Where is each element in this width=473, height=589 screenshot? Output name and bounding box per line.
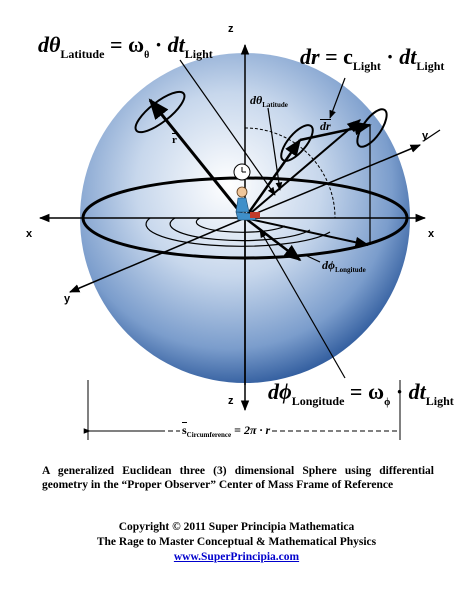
longitude-equation: dϕLongitude = ωϕ · dtLight — [268, 379, 454, 408]
dr-small-label: dr — [320, 119, 331, 133]
y-axis-label-right: y — [422, 130, 429, 142]
x-axis-label-right: x — [428, 228, 435, 240]
figure-caption: A generalized Euclidean three (3) dimens… — [42, 465, 434, 492]
dr-equation: dr = cLight · dtLight — [300, 44, 445, 73]
y-axis-label-left: y — [64, 293, 71, 305]
copyright-line: Copyright © 2011 Super Principia Mathema… — [118, 521, 355, 533]
latitude-equation: dθLatitude = ωθ · dtLight — [38, 32, 213, 61]
tagline: The Rage to Master Conceptual & Mathemat… — [96, 536, 377, 548]
r-label: r — [172, 133, 177, 146]
website-row: www.SuperPrincipia.com — [0, 550, 473, 564]
circumference-label: sCircumference = 2π · r — [180, 422, 273, 439]
z-axis-label-top: z — [228, 23, 234, 35]
dphi-small-label: dϕLongitude — [322, 258, 366, 274]
r-orbit-ring — [134, 90, 186, 134]
z-axis-label-bottom: z — [228, 395, 234, 407]
dtheta-small-label: dθLatitude — [250, 93, 288, 109]
x-axis-label-left: x — [26, 228, 33, 240]
observer-figure — [233, 163, 260, 221]
website-link[interactable]: www.SuperPrincipia.com — [173, 551, 300, 563]
